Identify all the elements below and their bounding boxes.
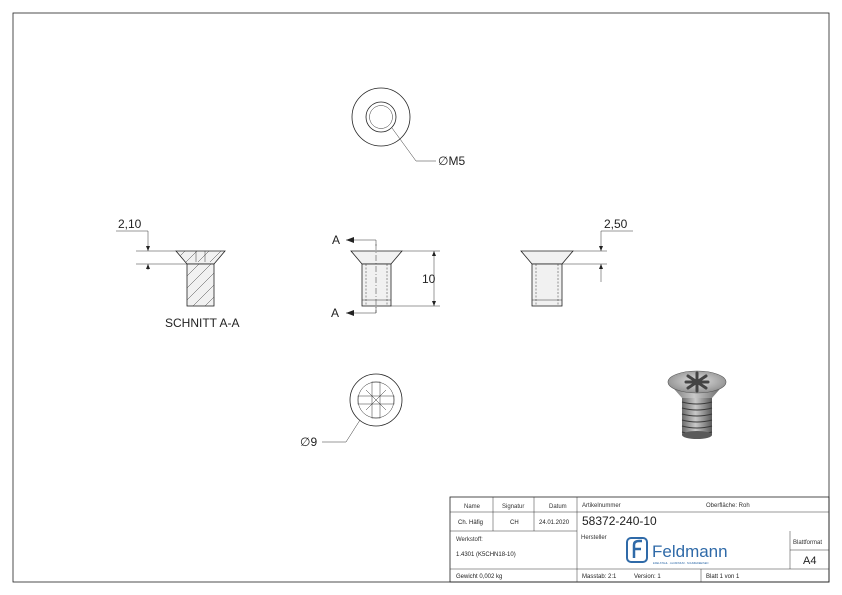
dim-thread-diameter: ∅M5 <box>438 154 465 168</box>
tb-hersteller-label: Hersteller <box>581 535 607 541</box>
tb-werkstoff-value: 1.4301 (K5CHN18-10) <box>456 552 516 558</box>
tb-version: Version: 1 <box>634 574 661 580</box>
tb-signatur-value: CH <box>510 520 519 526</box>
tb-oberflaeche: Oberfläche: Roh <box>706 503 750 509</box>
tb-gewicht: Gewicht 0,002 kg <box>456 574 502 580</box>
brand-name: Feldmann <box>652 542 728 561</box>
tb-col-name: Name <box>464 504 481 510</box>
tb-massstab: Masstab: 2:1 <box>582 574 617 580</box>
tb-col-datum: Datum <box>549 504 567 510</box>
brand-tagline: EDELSTAHL · ALUMINIUM · SCHMIEDEEISEN <box>653 561 708 565</box>
section-view: 2,10 SCHNITT A-A <box>116 217 239 330</box>
tb-blatt: Blatt 1 von 1 <box>706 574 740 580</box>
tb-artikel-value: 58372-240-10 <box>582 514 657 528</box>
section-label: SCHNITT A-A <box>165 316 239 330</box>
isometric-render <box>667 370 727 439</box>
section-marker-top: A <box>332 233 340 247</box>
dim-recess-depth: 2,50 <box>604 217 628 231</box>
section-marker-bottom: A <box>331 306 339 320</box>
tb-artikel-label: Artikelnummer <box>582 503 621 509</box>
tb-werkstoff-label: Werkstoff: <box>456 537 483 543</box>
tb-blattformat-value: A4 <box>803 555 816 567</box>
dim-head-diameter: ∅9 <box>300 435 317 449</box>
top-view: ∅M5 <box>351 87 465 168</box>
tb-blattformat-label: Blattformat <box>793 540 822 546</box>
front-view: A A 10 <box>331 233 440 320</box>
tb-col-signatur: Signatur <box>502 504 524 510</box>
tb-name-value: Ch. Häfig <box>458 520 483 526</box>
title-block: Name Signatur Datum Ch. Häfig CH 24.01.2… <box>449 496 830 583</box>
side-view: 2,50 <box>520 217 633 307</box>
bottom-view: ∅9 <box>300 373 403 449</box>
dim-head-height: 2,10 <box>118 217 142 231</box>
sheet-border <box>12 12 830 583</box>
dim-length: 10 <box>422 272 436 286</box>
feldmann-logo: Feldmann EDELSTAHL · ALUMINIUM · SCHMIED… <box>626 537 728 565</box>
tb-datum-value: 24.01.2020 <box>539 520 570 526</box>
